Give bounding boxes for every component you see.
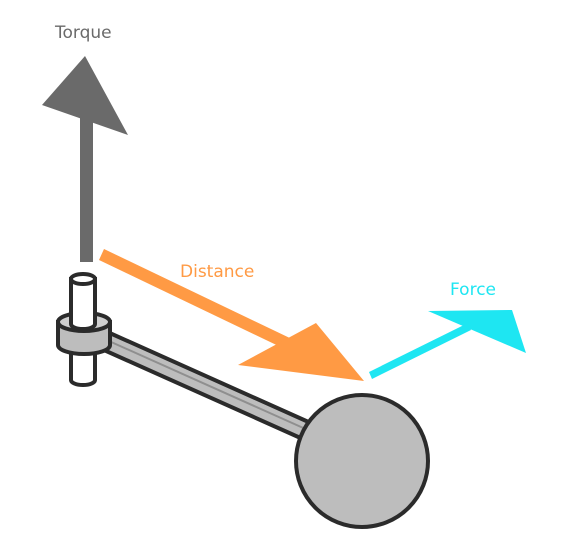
distance-arrow bbox=[99, 249, 364, 381]
force-arrow bbox=[369, 310, 526, 379]
torque-arrow-shaft bbox=[80, 100, 93, 262]
force-label: Force bbox=[450, 280, 496, 300]
lever-weight bbox=[294, 393, 430, 529]
torque-label: Torque bbox=[54, 23, 112, 43]
torque-arrow bbox=[42, 56, 128, 262]
force-arrow-head bbox=[428, 310, 526, 353]
distance-arrow-head bbox=[238, 323, 364, 381]
torque-arrow-head bbox=[42, 56, 128, 135]
distance-arrow-shaft bbox=[99, 249, 294, 351]
force-arrow-shaft bbox=[369, 323, 471, 379]
pivot-axle bbox=[56, 272, 112, 387]
distance-label: Distance bbox=[180, 262, 254, 282]
